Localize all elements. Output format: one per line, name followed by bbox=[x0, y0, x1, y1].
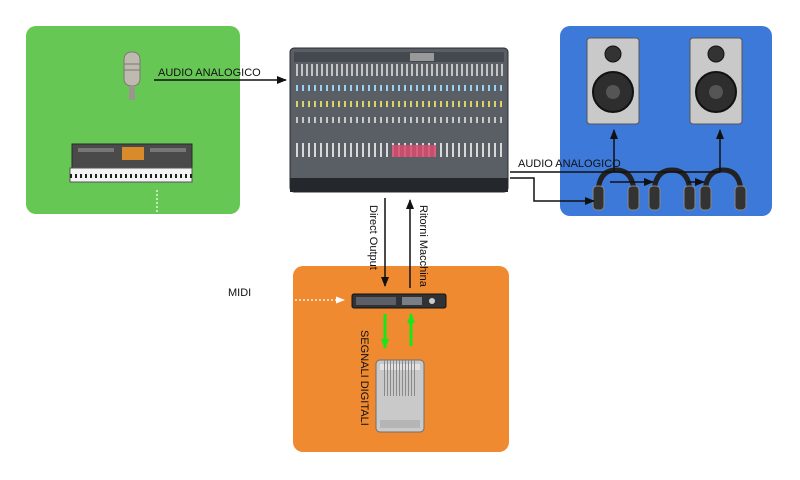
audio-out-connector bbox=[510, 129, 724, 205]
ritorni-label: Ritorni Macchina bbox=[417, 205, 429, 288]
studio-monitor-icon bbox=[586, 37, 640, 125]
direct-output-label: Direct Output bbox=[367, 205, 379, 270]
headphones-icon bbox=[699, 167, 747, 211]
studio-monitor-icon bbox=[689, 37, 743, 125]
audio-interface-icon bbox=[351, 293, 447, 309]
audio-in-label: AUDIO ANALOGICO bbox=[158, 67, 261, 79]
audio-out-label: AUDIO ANALOGICO bbox=[518, 158, 621, 170]
midi-connector bbox=[156, 190, 345, 304]
headphones-icon bbox=[592, 167, 640, 211]
headphones-icon bbox=[648, 167, 696, 211]
keyboard-synth-icon bbox=[69, 143, 193, 183]
computer-tower-icon bbox=[375, 359, 425, 433]
digital-signals-label: SEGNALI DIGITALI bbox=[358, 330, 370, 426]
mixer-console-icon bbox=[289, 47, 509, 193]
midi-label: MIDI bbox=[228, 287, 251, 299]
microphone-icon bbox=[123, 51, 141, 100]
